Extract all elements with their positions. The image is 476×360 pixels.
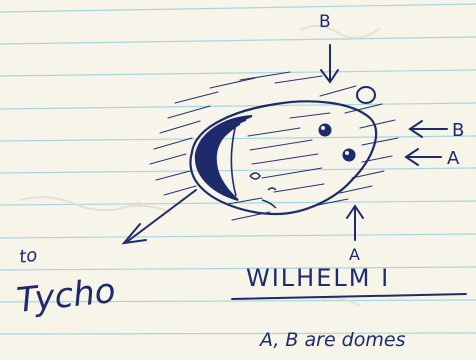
arrow-to-tycho [124,190,196,243]
direction-target-label: Tycho [15,271,118,321]
title-underline [232,294,466,299]
label-b-top: B [319,12,331,32]
dome-a [343,149,356,162]
domes-note: A, B are domes [258,329,406,351]
feature-title: WILHELM I [246,264,390,292]
label-b-right: B [452,120,464,141]
shadowed-wall [196,116,252,200]
label-a-bottom: A [349,245,360,264]
label-a-right: A [447,148,460,169]
dome-b [319,124,332,137]
arrow-b-top [321,45,338,82]
direction-to-label: to [18,245,39,268]
crater-floor-streaks [248,113,330,192]
small-crater [357,87,375,103]
arrow-a-right [406,149,441,165]
arrow-b-right [410,121,447,137]
